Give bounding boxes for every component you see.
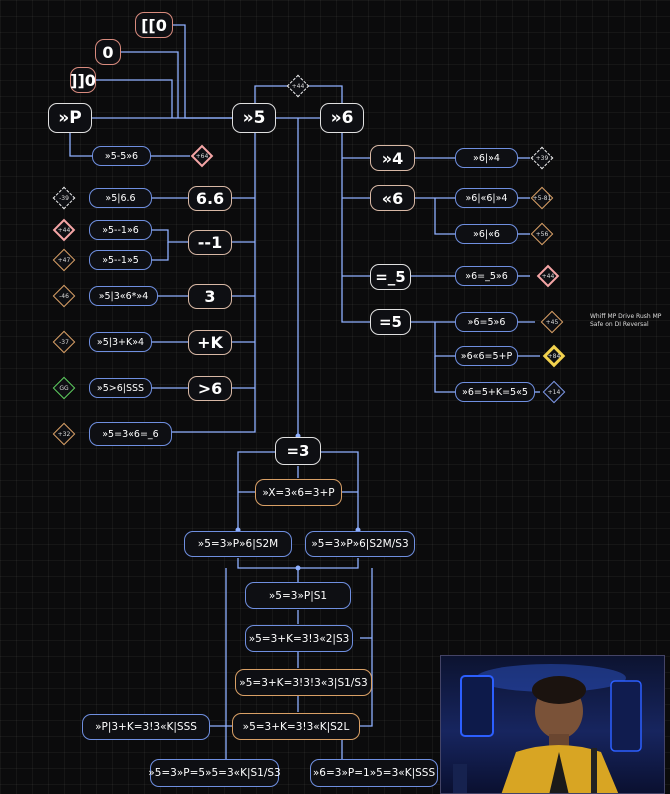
diamond-56[interactable]: +56 bbox=[530, 222, 554, 246]
top-diamond[interactable]: +44 bbox=[286, 74, 310, 98]
diamond-32[interactable]: +32 bbox=[52, 422, 76, 446]
diamond-m37[interactable]: -37 bbox=[52, 330, 76, 354]
diamond-39[interactable]: +39 bbox=[530, 146, 554, 170]
diamond-m46[interactable]: -46 bbox=[52, 284, 76, 308]
box-s1[interactable]: »5=3»P|S1 bbox=[245, 582, 351, 609]
box-6-6-4[interactable]: »6|«6|»4 bbox=[455, 188, 518, 208]
box-psss[interactable]: »P|3+K=3!3«K|SSS bbox=[82, 714, 210, 740]
diamond-45[interactable]: +45 bbox=[540, 310, 564, 334]
start-node-p[interactable]: »P bbox=[48, 103, 92, 133]
box-6-6-5p[interactable]: »6«6=5+P bbox=[455, 346, 518, 366]
diamond-64[interactable]: +64 bbox=[190, 144, 214, 168]
diamond-m39[interactable]: -39 bbox=[52, 186, 76, 210]
cmd-1[interactable]: --1 bbox=[188, 230, 232, 255]
box-s2m3[interactable]: »5=3»P»6|S2M/S3 bbox=[305, 531, 415, 557]
box-5-5-6[interactable]: »5-5»6 bbox=[92, 146, 151, 166]
diamond-14[interactable]: +14 bbox=[542, 380, 566, 404]
webcam-overlay bbox=[440, 655, 665, 794]
cmd-6[interactable]: >6 bbox=[188, 376, 232, 401]
cmd-r4[interactable]: »4 bbox=[370, 145, 415, 171]
cmd-r6[interactable]: «6 bbox=[370, 185, 415, 211]
diamond-44b[interactable]: +44 bbox=[536, 264, 560, 288]
box-sss6[interactable]: »6=3»P=1»5=3«K|SSS bbox=[310, 759, 438, 787]
box-6-56[interactable]: »6=5»6 bbox=[455, 312, 518, 332]
cmd-r5[interactable]: =5 bbox=[370, 309, 411, 335]
box-5-3k4[interactable]: »5|3+K»4 bbox=[89, 332, 152, 352]
cmd-6-6[interactable]: 6.6 bbox=[188, 186, 232, 211]
box-s3[interactable]: »5=3+K=3!3«2|S3 bbox=[245, 625, 353, 652]
start-node-3[interactable]: ]]0 bbox=[70, 67, 96, 93]
box-5-1-6[interactable]: »5--1»6 bbox=[89, 220, 152, 240]
box-5-3-6-6[interactable]: »5=3«6=_6 bbox=[89, 422, 172, 446]
box-s2m[interactable]: »5=3»P»6|S2M bbox=[184, 531, 292, 557]
box-6-4[interactable]: »6|»4 bbox=[455, 148, 518, 168]
box-5-1-5[interactable]: »5--1»5 bbox=[89, 250, 152, 270]
diamond-gg[interactable]: GG bbox=[52, 376, 76, 400]
hub-5[interactable]: »5 bbox=[232, 103, 276, 133]
box-s13b[interactable]: »5=3»P=5»5=3«K|S1/S3 bbox=[148, 759, 281, 787]
cmd-r-5[interactable]: =_5 bbox=[370, 264, 411, 290]
box-6-5k[interactable]: »6=5+K=5«5 bbox=[455, 382, 535, 402]
box-6-5-6[interactable]: »6=_5»6 bbox=[455, 266, 518, 286]
cmd-k[interactable]: +K bbox=[188, 330, 232, 355]
box-5-3-6-4[interactable]: »5|3«6*»4 bbox=[89, 286, 158, 306]
diamond-44[interactable]: +44 bbox=[52, 218, 76, 242]
hub-6[interactable]: »6 bbox=[320, 103, 364, 133]
start-node-1[interactable]: [[0 bbox=[135, 12, 173, 38]
box-5-6sss[interactable]: »5>6|SSS bbox=[89, 378, 152, 398]
box-x3[interactable]: »X=3«6=3+P bbox=[255, 479, 342, 506]
box-6-6[interactable]: »6|«6 bbox=[455, 224, 518, 244]
hub-eq3[interactable]: =3 bbox=[275, 437, 321, 465]
box-s13[interactable]: »5=3+K=3!3!3«3|S1/S3 bbox=[235, 669, 372, 696]
cmd-3[interactable]: 3 bbox=[188, 284, 232, 309]
diamond-47[interactable]: +47 bbox=[52, 248, 76, 272]
combo-note: Whiff MP Drive Rush MP Safe on DI Revers… bbox=[590, 313, 662, 328]
diamond-84[interactable]: +84 bbox=[542, 344, 566, 368]
start-node-2[interactable]: 0 bbox=[95, 39, 121, 65]
box-5-66[interactable]: »5|6.6 bbox=[89, 188, 152, 208]
box-s2l[interactable]: »5=3+K=3!3«K|S2L bbox=[232, 713, 360, 740]
diamond-581[interactable]: +5-81 bbox=[530, 186, 554, 210]
